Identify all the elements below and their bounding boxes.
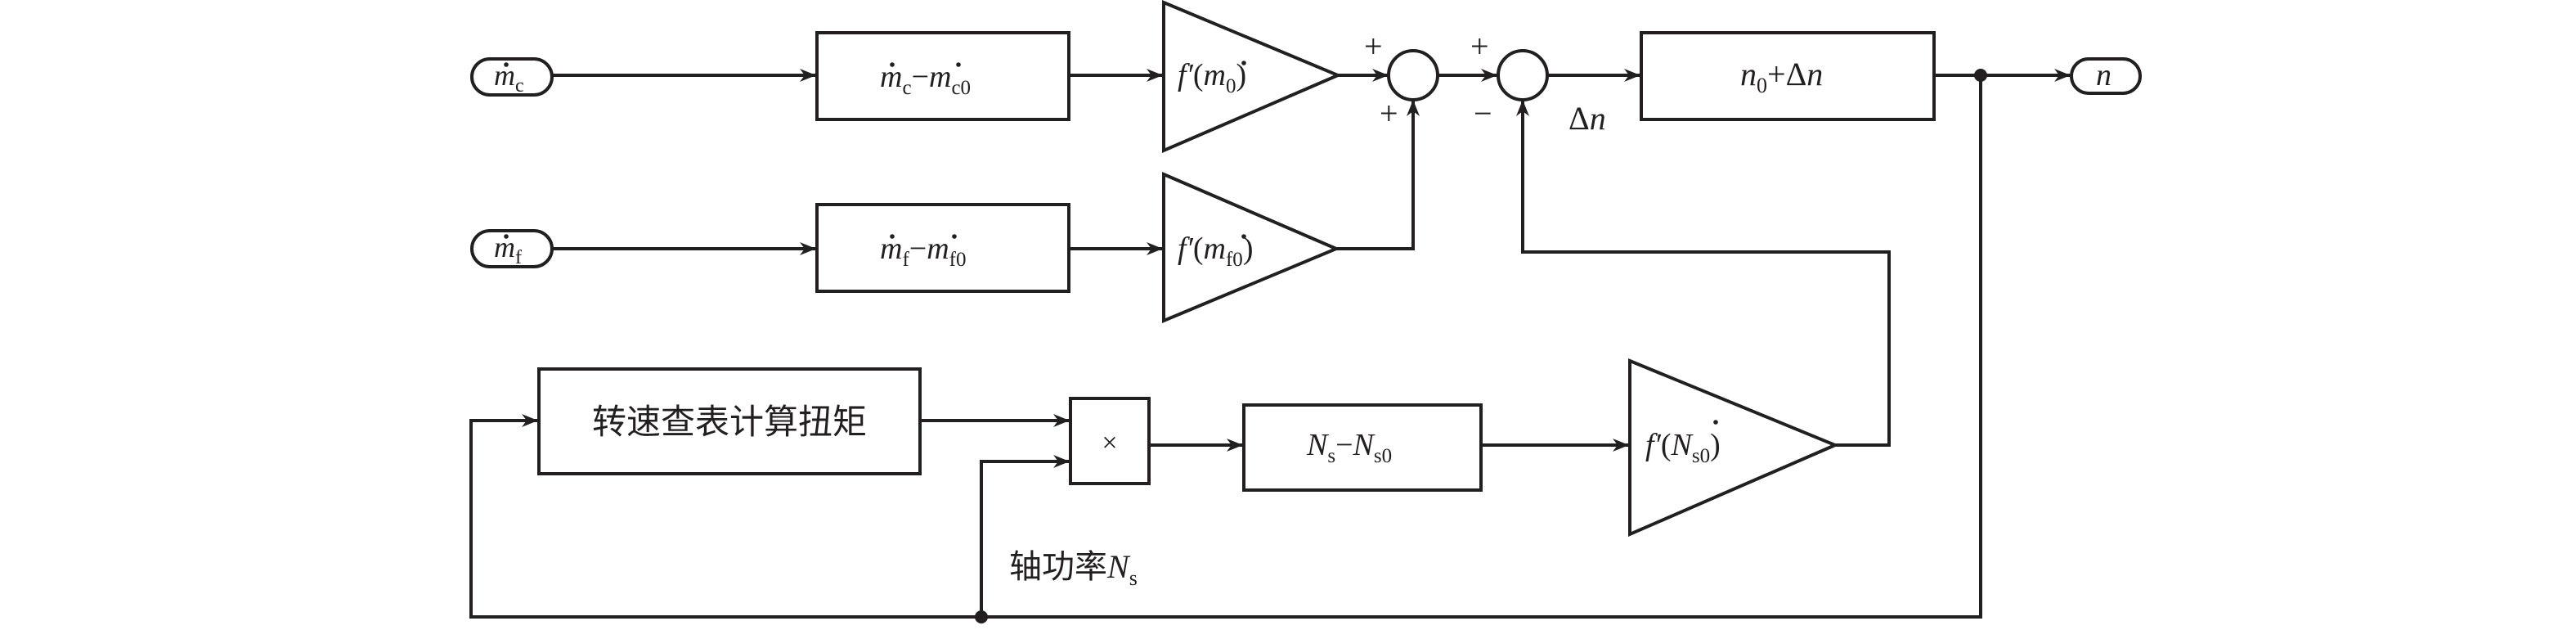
dot-accent-icon [1241, 61, 1246, 65]
gain2-base: m [1204, 232, 1226, 266]
mc-diff-b-sub: c0 [951, 77, 971, 99]
gain1-open: ( [1193, 58, 1204, 92]
block-ns-difference: Ns−Ns0 [1242, 403, 1483, 492]
gain-block-3: f′(Ns0) [1628, 358, 1840, 538]
nsum-var: n [1806, 56, 1823, 92]
gain1-func: f′ [1178, 58, 1194, 92]
dot-accent-icon [1713, 420, 1718, 425]
dot-accent-icon [956, 62, 961, 67]
mf-diff-b: m [927, 232, 949, 266]
sum1-sign-bottom: + [1380, 95, 1398, 132]
junction-dot-bottom [975, 610, 988, 623]
block-multiplier: × [1069, 397, 1151, 485]
block-n-sum: n0+Δn [1640, 31, 1936, 121]
gain1-sub: 0 [1226, 75, 1236, 97]
shaft-power-text: 轴功率 [1009, 548, 1107, 586]
gain2-func: f′ [1178, 232, 1194, 266]
svg-text:n0+Δn: n0+Δn [1740, 56, 1823, 97]
dot-accent-icon [1241, 234, 1246, 239]
ns-diff-b-sub: s0 [1374, 445, 1392, 467]
svg-text:f′(Ns0): f′(Ns0) [1645, 428, 1721, 467]
mc-sub: c [515, 75, 524, 97]
shaft-power-sub: s [1129, 566, 1138, 590]
svg-text:Ns−Ns0: Ns−Ns0 [1306, 428, 1392, 467]
ns-diff-b: N [1353, 428, 1376, 462]
gain1-base: m [1204, 58, 1226, 92]
mf-diff-b-sub: f0 [949, 249, 967, 271]
ns-diff-a: N [1306, 428, 1330, 462]
delta-n-label: Δn [1568, 100, 1606, 137]
gain1-close: ) [1236, 58, 1246, 92]
arrow-shaft-power-to-multiplier [980, 455, 1070, 617]
dot-accent-icon [504, 234, 509, 239]
dot-accent-icon [890, 62, 895, 67]
ns-diff-op: − [1335, 428, 1353, 462]
sum2-sign-left: + [1470, 28, 1489, 65]
summing-junction-2: + − [1470, 28, 1549, 132]
gain3-func: f′ [1645, 428, 1662, 462]
feedback-n-to-lookup [469, 75, 1982, 619]
sum2-sign-bottom: − [1474, 95, 1492, 132]
input-terminal-mf: mf [470, 229, 554, 268]
block-mc-difference: mc−mc0 [815, 31, 1070, 121]
multiplier-label: × [1102, 428, 1117, 458]
arrow-gain3-to-sum2 [1516, 100, 1891, 447]
nsum-delta: Δ [1786, 56, 1807, 92]
gain2-close: ) [1243, 232, 1254, 266]
dot-accent-icon [952, 234, 957, 239]
gain2-sub: f0 [1226, 249, 1243, 271]
gain3-sub: s0 [1692, 445, 1710, 467]
svg-text:mf−mf0: mf−mf0 [880, 232, 967, 271]
gain-block-2: f′(mf0) [1162, 171, 1341, 324]
mf-diff-a-sub: f [902, 249, 909, 271]
dot-accent-icon [504, 62, 509, 67]
shaft-power-var: N [1106, 548, 1131, 585]
dot-accent-icon [890, 234, 895, 239]
mc-diff-a-sub: c [902, 77, 911, 99]
gain3-base: N [1671, 428, 1694, 462]
mc-diff-b: m [929, 60, 951, 94]
nsum-base: n [1740, 56, 1757, 92]
mf-diff-op: − [909, 232, 927, 266]
gain-block-1: f′(m0) [1162, 0, 1343, 154]
svg-text:f′(m0): f′(m0) [1178, 58, 1246, 97]
ns-diff-a-sub: s [1327, 445, 1335, 467]
block-mf-difference: mf−mf0 [815, 203, 1070, 293]
output-label: n [2096, 58, 2112, 92]
delta-var: n [1590, 100, 1606, 137]
summing-junction-1: + + [1364, 28, 1439, 132]
gain2-open: ( [1193, 232, 1204, 266]
output-terminal-n: n [2070, 57, 2142, 95]
torque-lookup-label: 转速查表计算扭矩 [592, 402, 867, 442]
input-terminal-mc: mc [470, 57, 554, 97]
block-torque-lookup: 转速查表计算扭矩 [537, 367, 922, 475]
sum1-sign-left: + [1364, 28, 1383, 65]
delta-symbol: Δ [1568, 100, 1590, 137]
svg-text:f′(mf0): f′(mf0) [1178, 232, 1253, 271]
gain3-open: ( [1661, 428, 1672, 462]
shaft-power-label: 轴功率Ns [1009, 548, 1138, 590]
mc-diff-op: − [912, 60, 929, 94]
nsum-sub: 0 [1757, 74, 1767, 97]
mf-sub: f [515, 247, 522, 268]
gain3-close: ) [1710, 428, 1721, 462]
nsum-op: + [1767, 56, 1786, 92]
arrow-gain2-to-sum1 [1336, 100, 1420, 250]
